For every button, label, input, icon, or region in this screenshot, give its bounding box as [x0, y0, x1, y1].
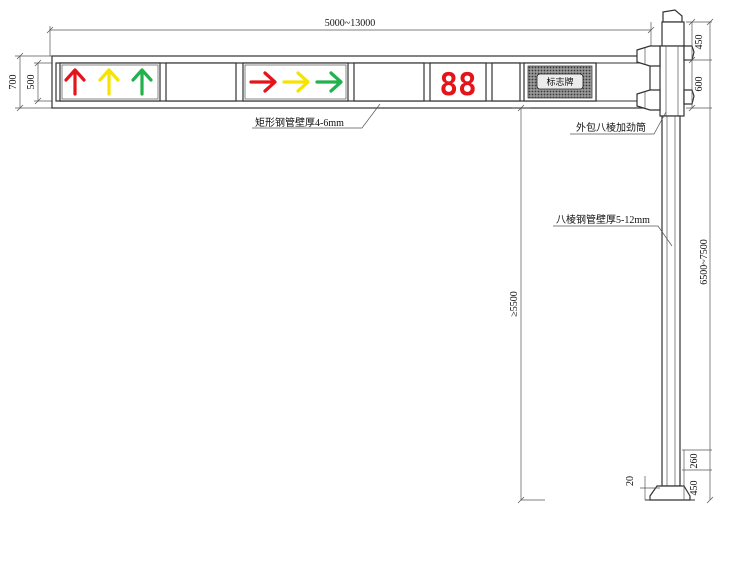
- arrow-right-icon: [249, 71, 277, 93]
- base-flange-label: 260: [689, 454, 700, 469]
- signal-head-up-arrows: [59, 62, 161, 102]
- pole-top-segment-label: 450: [694, 35, 705, 50]
- arm-height-outer-label: 700: [8, 75, 19, 90]
- sign-panel-label: 标志牌: [546, 76, 573, 88]
- clearance-dimension: ≥5500: [509, 104, 545, 504]
- arrow-right-icon: [315, 71, 343, 93]
- empty-slot: [353, 62, 425, 102]
- clearance-label: ≥5500: [509, 291, 520, 317]
- countdown-display: 88: [429, 62, 487, 103]
- arm-clamps: [636, 45, 695, 111]
- arm-tube-callout: 矩形钢管壁厚4-6mm: [252, 103, 381, 129]
- arm-tube-label: 矩形钢管壁厚4-6mm: [255, 116, 344, 129]
- sign-panel: 标志牌: [523, 62, 597, 102]
- base-gap-label: 20: [625, 476, 636, 486]
- arrow-up-icon: [64, 68, 86, 96]
- arrow-up-icon: [98, 68, 120, 96]
- pole-total-height-label: 6500~7500: [699, 239, 710, 284]
- arm-height-inner-label: 500: [26, 75, 37, 90]
- arm-height-dimension: 700 500: [8, 52, 56, 112]
- arrow-right-icon: [282, 71, 310, 93]
- arrow-up-icon: [131, 68, 153, 96]
- empty-slot: [165, 62, 237, 102]
- arm-length-dimension: 5000~13000: [46, 18, 655, 56]
- pole-height-dimensions: 450 600 6500~7500 260 450 20: [625, 18, 714, 504]
- arm-length-label: 5000~13000: [325, 18, 375, 29]
- pole-tube-callout: 八棱钢管壁厚5-12mm: [553, 213, 673, 247]
- countdown-digits: 88: [439, 67, 476, 103]
- signal-head-right-arrows: [242, 62, 349, 102]
- stiffener-callout: 外包八棱加劲筒: [570, 111, 667, 135]
- pole-tube-label: 八棱钢管壁厚5-12mm: [556, 213, 650, 226]
- pole: [645, 9, 695, 501]
- pole-second-segment-label: 600: [694, 77, 705, 92]
- base-height-label: 450: [689, 481, 700, 496]
- empty-slot: [491, 62, 521, 102]
- stiffener-label: 外包八棱加劲筒: [576, 121, 646, 134]
